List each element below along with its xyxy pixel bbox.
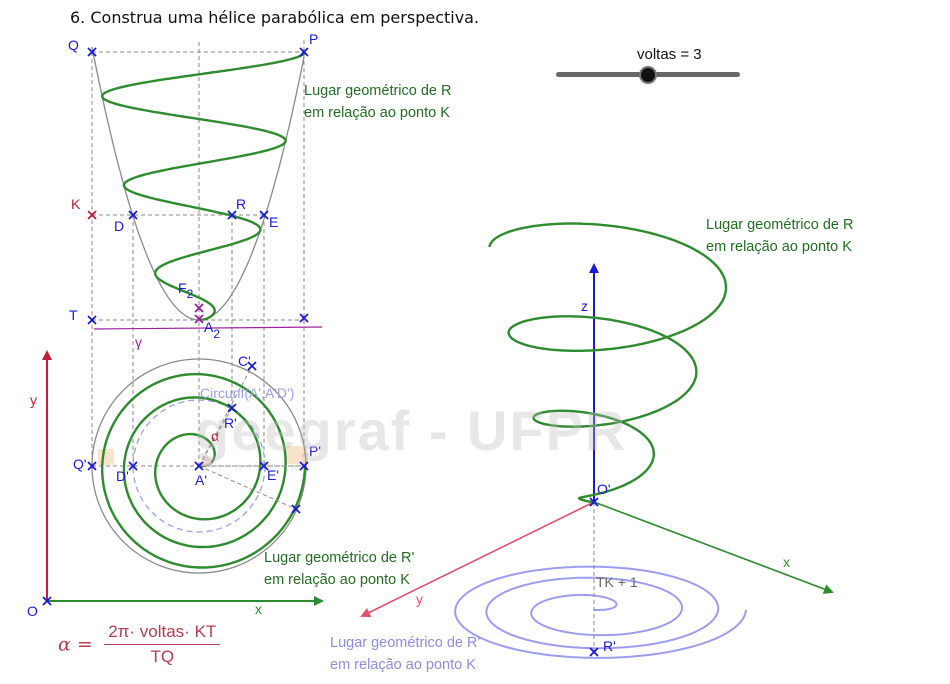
point-marker-Ap[interactable] [194, 461, 204, 471]
slider-handle[interactable] [639, 66, 657, 84]
point-marker-K[interactable] [87, 210, 97, 220]
label-x-3d: x [783, 554, 790, 570]
point-marker-Sp[interactable] [291, 504, 301, 514]
point-marker-A2[interactable] [194, 314, 204, 324]
point-marker-R[interactable] [227, 210, 237, 220]
label-Ap: A' [195, 472, 207, 488]
label-Cp: C' [238, 353, 251, 369]
slider-label: voltas = 3 [637, 46, 702, 63]
label-Dp: D' [116, 468, 129, 484]
label-Q: Q [68, 37, 79, 53]
label-O: O [27, 603, 38, 619]
parabolic-helix-front-view [101, 51, 307, 322]
point-marker-D[interactable] [128, 210, 138, 220]
label-E: E [269, 214, 278, 230]
label-K: K [71, 196, 81, 212]
label-gamma: γ [135, 334, 142, 350]
label-T: T [69, 307, 78, 323]
note-locus-rp-blue: Lugar geométrico de R'em relação ao pont… [330, 635, 481, 673]
label-circunf: Circunf(A',A'D') [200, 385, 294, 401]
label-tk1: TK + 1 [596, 574, 638, 590]
point-marker-Rp[interactable] [227, 403, 237, 413]
point-marker-Rp3d[interactable] [589, 647, 599, 657]
label-y-3d: y [416, 591, 423, 607]
label-Rp-plan: R' [224, 415, 237, 431]
exercise-title: 6. Construa uma hélice parabólica em per… [70, 8, 480, 27]
point-marker-T2[interactable] [299, 313, 309, 323]
label-Ep: E' [267, 467, 279, 483]
point-marker-F2[interactable] [194, 303, 204, 313]
formula-denominator: TQ [150, 647, 175, 666]
alpha-formula: α = 2π· voltas· KT TQ [58, 622, 221, 667]
spiral-plan-view [101, 372, 307, 569]
formula-numerator: 2π· voltas· KT [104, 622, 221, 645]
point-marker-P[interactable] [299, 47, 309, 57]
point-marker-Op3d[interactable] [589, 497, 599, 507]
point-marker-O[interactable] [42, 596, 52, 606]
point-marker-E[interactable] [259, 210, 269, 220]
point-marker-Cp[interactable] [247, 361, 257, 371]
point-marker-Dp[interactable] [128, 461, 138, 471]
y-axis-3d [360, 501, 595, 617]
point-marker-Pp[interactable] [299, 461, 309, 471]
gamma-line [93, 326, 323, 330]
point-labels: Q P K D R E F2 T A2 γ C' Circunf(A',A'D'… [27, 31, 790, 654]
point-marker-Ep[interactable] [259, 461, 269, 471]
label-y-2d: y [30, 392, 37, 408]
point-markers [42, 47, 599, 657]
label-x-2d: x [255, 601, 262, 617]
label-Qp: Q' [73, 456, 87, 472]
voltas-slider[interactable] [556, 66, 740, 84]
label-A2: A2 [204, 319, 220, 341]
label-Op-3d: O' [597, 481, 611, 497]
label-Pp: P' [309, 443, 321, 459]
point-marker-Qp[interactable] [87, 461, 97, 471]
label-P: P [309, 31, 318, 47]
spiral-perspective [454, 565, 747, 659]
helix-perspective [488, 222, 728, 504]
point-marker-Q[interactable] [87, 47, 97, 57]
note-locus-rp-green: Lugar geométrico de R'em relação ao pont… [264, 550, 415, 588]
x-axis-3d [593, 501, 834, 594]
label-z-3d: z [581, 298, 588, 314]
watermark: geegraf - UFPR [195, 399, 628, 462]
label-D: D [114, 218, 124, 234]
point-marker-T[interactable] [87, 315, 97, 325]
label-R: R [236, 196, 246, 212]
plan-view [91, 358, 308, 574]
label-alpha: α [211, 428, 219, 444]
label-F2: F2 [178, 280, 194, 301]
label-Rp-3d: R' [603, 638, 616, 654]
